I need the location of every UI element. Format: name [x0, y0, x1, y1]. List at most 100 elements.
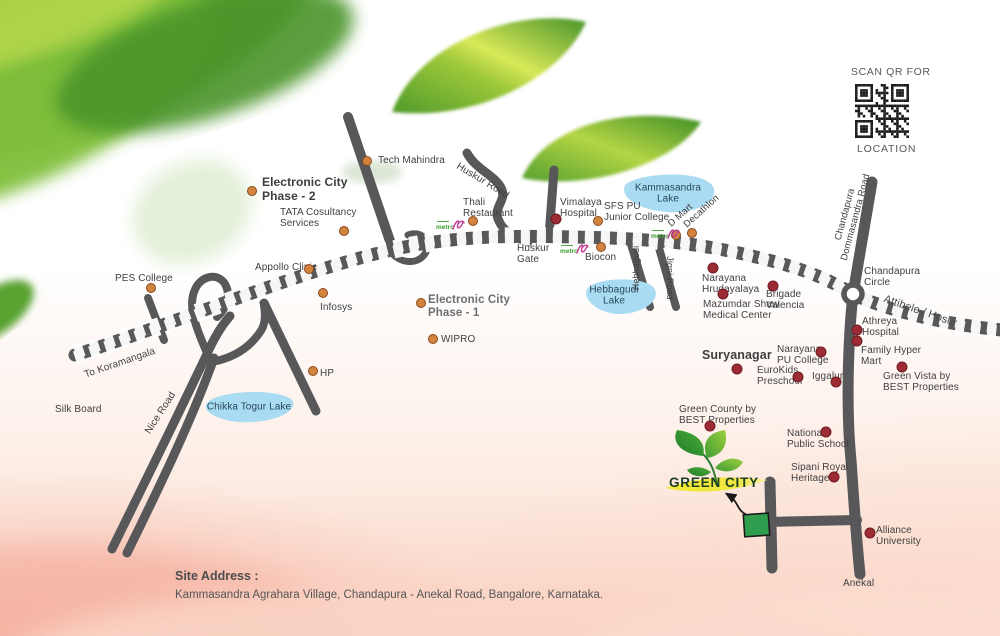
road-nice-b — [122, 353, 219, 558]
site-address-text: Kammasandra Agrahara Village, Chandapura… — [175, 589, 604, 601]
lake-chikka-togur — [205, 391, 294, 423]
marker-narayana-hrudayalaya — [707, 262, 719, 274]
road-anekal — [842, 288, 866, 580]
label-thali-restaurant: Thali Restaurant — [463, 197, 513, 220]
marker-tata-consultancy — [339, 226, 349, 236]
marker-sfs-pu-junior-college — [593, 216, 603, 226]
edge-leaf — [0, 280, 34, 344]
marker-iggalur — [830, 376, 842, 388]
road-dommasandra — [847, 176, 878, 300]
logo-leaves-icon — [665, 430, 767, 492]
marker-appollo-clinic — [304, 264, 314, 274]
marker-alliance-university — [864, 527, 876, 539]
marker-hp — [308, 366, 318, 376]
marker-mazumdar-shaw — [717, 288, 729, 300]
label-narayana-hrudayalaya: Narayana Hrudayalaya — [702, 273, 760, 296]
label-iggalur: Iggalur — [812, 371, 844, 382]
marker-biocon — [596, 242, 606, 252]
marker-thali-restaurant — [468, 216, 478, 226]
label-green-county: Green County by BEST Properties — [679, 404, 757, 427]
marker-family-hyper-mart — [851, 335, 863, 347]
lake-hebbagudi — [586, 279, 656, 315]
road-jigni — [653, 237, 680, 311]
site-marker — [742, 512, 771, 538]
lake-kammasandra — [624, 174, 715, 213]
label-anekal: Anekal — [843, 578, 875, 589]
ghost-leaf — [132, 159, 252, 265]
qr-panel: SCAN QR FOR LOCATION — [840, 66, 970, 155]
label-hp: HP — [320, 368, 335, 379]
qr-caption-bottom: LOCATION — [857, 143, 917, 155]
marker-infosys — [318, 288, 328, 298]
label-narayana-pu-college: Narayana PU College — [777, 344, 829, 367]
marker-green-vista — [896, 361, 908, 373]
corner-leaf-cluster — [0, 0, 354, 213]
marker-electronic-city-phase-1 — [416, 298, 426, 308]
road-tata — [343, 112, 397, 252]
label-green-vista: Green Vista by BEST Properties — [883, 371, 959, 394]
logo-text-green: GREEN — [669, 475, 722, 490]
pink-wave — [599, 580, 1000, 636]
label-huskur-gate: Huskur Gate — [517, 243, 550, 266]
label-tech-mahindra: Tech Mahindra — [378, 155, 445, 166]
label-brigade-valencia: Brigade Valencia — [766, 289, 805, 312]
label-biocon: Biocon — [585, 252, 617, 263]
label-tata-consultancy: TATA Cosultancy Services — [280, 207, 357, 230]
marker-eurokids-preschool — [792, 371, 804, 383]
leaf — [522, 115, 701, 182]
road-nice-a — [107, 311, 235, 554]
marker-sipani-royal-heritage — [828, 471, 840, 483]
road-tata-loop — [386, 230, 431, 265]
label-pes-college: PES College — [115, 273, 173, 284]
label-national-public-school: National Public School — [787, 428, 849, 451]
marker-brigade-valencia — [767, 280, 779, 292]
label-chandapura-circle: Chandapura Circle — [864, 266, 921, 289]
road-site-horizontal — [759, 515, 862, 527]
leaf — [392, 18, 586, 114]
site-arrow — [724, 492, 748, 516]
label-eurokids-preschool: EuroKids Preschool — [757, 365, 803, 388]
label-sfs-pu-junior-college: SFS PU Junior College — [604, 201, 670, 224]
marker-narayana-pu-college — [815, 346, 827, 358]
label-electronic-city-phase-1: Electronic City Phase - 1 — [428, 294, 511, 319]
marker-vimalaya-hospital — [550, 213, 562, 225]
marker-suryanagar — [731, 363, 743, 375]
label-vimalaya-hospital: Vimalaya Hospital — [560, 197, 602, 220]
label-mazumdar-shaw: Mazumdar Shaw Medical Center — [703, 299, 780, 322]
marker-green-county — [704, 420, 716, 432]
road-vimalaya — [544, 165, 559, 241]
green-city-logo: GREEN CITY — [655, 428, 785, 518]
label-silk-board: Silk Board — [55, 404, 102, 415]
road-ramp — [208, 301, 269, 366]
marker-tech-mahindra — [362, 156, 372, 166]
marker-decathlon — [687, 228, 697, 238]
label-athreya-hospital: Athreya Hospital — [862, 316, 899, 339]
road-hp — [259, 298, 321, 416]
marker-pes-college — [146, 283, 156, 293]
site-address-heading: Site Address : — [175, 569, 259, 583]
svg-text:metro: metro — [436, 224, 454, 231]
site-address: Site Address : Kammasandra Agrahara Vill… — [175, 569, 603, 601]
label-kammasandra-lake: Kammasandra Lake — [634, 182, 702, 205]
label-sipani-royal-heritage: Sipani Royal Heritage — [791, 462, 849, 485]
marker-national-public-school — [820, 426, 832, 438]
label-suryanagar: Suryanagar — [702, 348, 772, 362]
label-electronic-city-phase-2: Electronic City Phase - 2 — [262, 175, 348, 203]
label-family-hyper-mart: Family Hyper Mart — [861, 345, 922, 368]
label-chikka-togur-lake: Chikka Togur Lake — [206, 401, 292, 413]
marker-electronic-city-phase-2 — [247, 186, 257, 196]
label-wipro: WIPRO — [441, 334, 476, 345]
chandapura-circle-junction — [841, 282, 865, 306]
svg-text:metro: metro — [651, 233, 669, 240]
label-alliance-university: Alliance University — [876, 525, 921, 548]
label-hebbagudi-lake: Hebbagudi Lake — [589, 284, 639, 307]
marker-athreya-hospital — [851, 324, 863, 336]
marker-wipro — [428, 334, 438, 344]
label-infosys: Infosys — [320, 302, 353, 313]
qr-caption-top: SCAN QR FOR — [851, 66, 931, 78]
